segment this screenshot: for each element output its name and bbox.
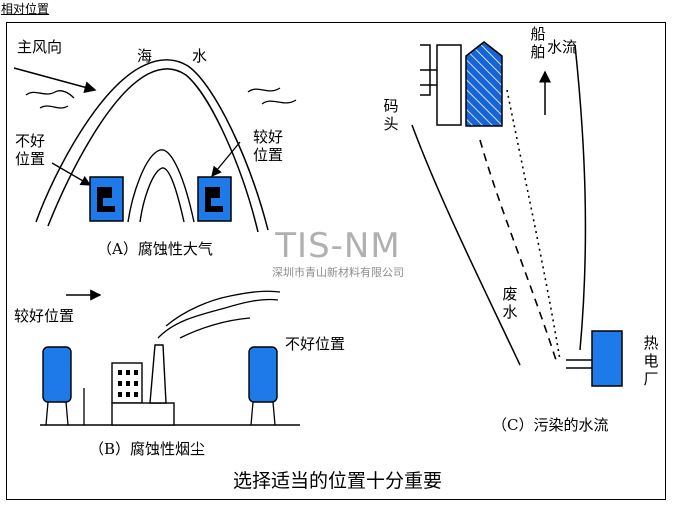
ship	[465, 41, 503, 127]
watermark: TIS-NM 深圳市青山新材料有限公司	[258, 226, 418, 280]
panel-a-caption: （A）腐蚀性大气	[97, 240, 213, 258]
good-position-label-b: 较好位置	[14, 307, 75, 325]
inner-arch-1	[127, 149, 195, 223]
good-position-label-a: 较好位置	[252, 128, 283, 164]
smokestack	[149, 344, 167, 404]
panel-b-caption: （B）腐蚀性烟尘	[89, 440, 206, 458]
waste-plume-dotted	[506, 89, 561, 361]
sea-label-right: 水	[192, 47, 208, 65]
river-bank-right	[574, 44, 587, 351]
building-bad-window	[97, 187, 115, 212]
bad-position-label-b: 不好位置	[285, 335, 346, 353]
sea-label-left: 海	[137, 47, 153, 65]
power-plant-label: 热电厂	[643, 334, 659, 388]
coast-inner	[47, 68, 259, 233]
tank-right	[248, 346, 278, 403]
panel-b-graphics	[40, 289, 300, 426]
building-bad-a	[89, 176, 124, 222]
wind-swirl-2	[39, 105, 69, 109]
inner-arch-2	[139, 167, 185, 223]
dock-pier	[436, 44, 462, 126]
watermark-main: TIS-NM	[275, 226, 401, 266]
smoke-1	[157, 298, 279, 339]
river-bank-left	[411, 124, 521, 366]
smoke-2	[165, 290, 281, 327]
panel-c-graphics	[411, 41, 623, 387]
bad-position-label-a: 不好位置	[14, 132, 45, 168]
wind-swirl-4	[261, 99, 297, 105]
wind-swirl-3	[247, 87, 281, 93]
smoke-3	[179, 317, 251, 339]
diagram-caption: 选择适当的位置十分重要	[232, 470, 442, 492]
ship-label: 船舶	[530, 25, 546, 61]
building-good-window	[205, 187, 223, 212]
flow-label: 水流	[547, 38, 578, 56]
coast-outer	[35, 59, 269, 231]
wind-direction-label: 主风向	[17, 38, 63, 56]
wind-swirl-1	[25, 90, 75, 99]
diagram-header: 相对位置	[1, 2, 50, 16]
power-plant-building	[591, 330, 623, 387]
watermark-sub: 深圳市青山新材料有限公司	[272, 266, 404, 279]
tank-left	[42, 346, 72, 403]
dock-label: 码头	[383, 97, 399, 133]
factory-base	[111, 402, 175, 426]
building-good-a	[197, 176, 232, 222]
pointer-bad-a	[51, 162, 92, 186]
wind-arrow-a	[13, 67, 97, 94]
waste-plume-dashed	[479, 139, 557, 361]
panel-a-graphics	[13, 59, 297, 233]
panel-c-caption: （C）污染的水流	[492, 416, 609, 434]
wastewater-label: 废水	[502, 285, 518, 321]
pointer-good-a	[211, 141, 241, 178]
diagram-frame	[6, 22, 666, 500]
